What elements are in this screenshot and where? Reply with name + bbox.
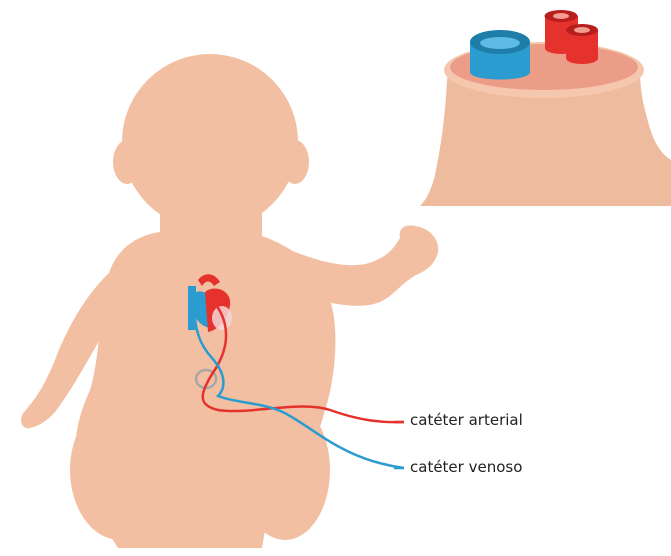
umbilical-cord-cross-section xyxy=(420,10,671,206)
arterial-catheter-label: catéter arterial xyxy=(410,411,523,429)
vein-opening xyxy=(480,37,520,49)
venous-catheter-label: catéter venoso xyxy=(410,458,522,476)
artery-1-opening xyxy=(553,13,569,19)
artery-2-opening xyxy=(574,27,590,33)
